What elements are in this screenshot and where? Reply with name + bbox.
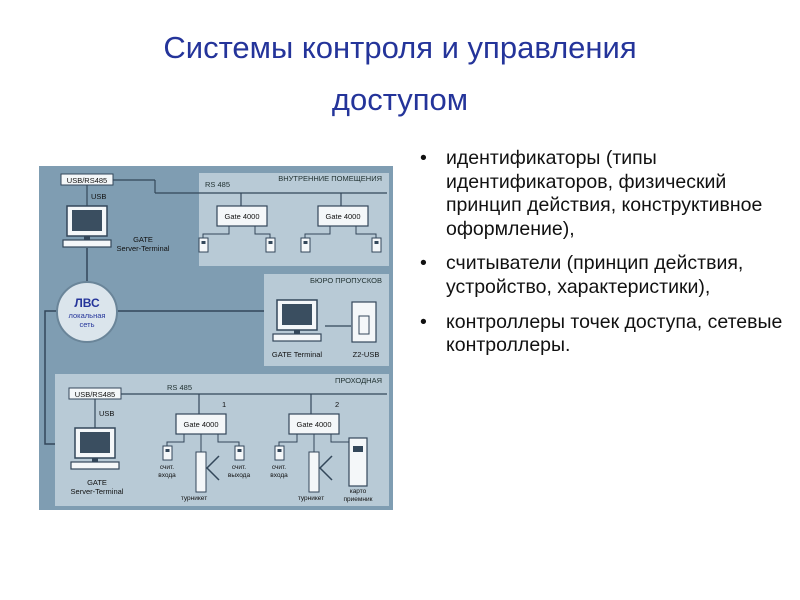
bullet-text: идентификаторы (типы идентификаторов, фи… bbox=[446, 147, 763, 240]
bullet-item: • идентификаторы (типы идентификаторов, ф… bbox=[418, 147, 790, 241]
bullet-dot-icon: • bbox=[420, 147, 427, 169]
entry-reader-icon bbox=[274, 445, 285, 461]
server1-port-label: USB/RS485 bbox=[67, 176, 107, 185]
bullet-text: считыватели (принцип действия, устройств… bbox=[446, 252, 744, 298]
pass-office-title: БЮРО ПРОПУСКОВ bbox=[310, 276, 382, 285]
bullet-list: • идентификаторы (типы идентификаторов, ф… bbox=[418, 147, 790, 369]
slide-title-line-1: Системы контроля и управления bbox=[163, 30, 637, 65]
server1-computer-icon bbox=[62, 205, 112, 248]
entry-reader-label: входа bbox=[270, 472, 288, 479]
server1-label: GATE bbox=[133, 235, 153, 244]
turnstile-1-label: турникет bbox=[181, 495, 207, 502]
pass-office-device-label: Z2-USB bbox=[353, 350, 380, 359]
turnstile-2-icon bbox=[308, 451, 320, 493]
exit-reader-icon bbox=[234, 445, 245, 461]
exit-reader-label: счит. bbox=[232, 464, 246, 471]
inner-reader-icon bbox=[265, 237, 276, 253]
checkpoint-controller-2-label: Gate 4000 bbox=[296, 420, 331, 429]
checkpoint-controller-1-label: Gate 4000 bbox=[183, 420, 218, 429]
lan-node bbox=[56, 281, 118, 343]
pass-office-terminal-label: GATE Terminal bbox=[272, 350, 322, 359]
bullet-item: • контроллеры точек доступа, сетевые конт… bbox=[418, 311, 790, 358]
inner-reader-icon bbox=[198, 237, 209, 253]
checkpoint-usb-label: USB bbox=[99, 409, 114, 418]
inner-controller-2 bbox=[317, 205, 369, 227]
turnstile-1-icon bbox=[195, 451, 207, 493]
checkpoint-title: ПРОХОДНАЯ bbox=[335, 376, 382, 385]
card-collector-label: приемник bbox=[344, 496, 373, 503]
pass-office-computer-icon bbox=[272, 299, 322, 342]
bullet-text: контроллеры точек доступа, сетевые контр… bbox=[446, 310, 783, 357]
bullet-dot-icon: • bbox=[420, 252, 427, 275]
server1-usb-label: USB bbox=[91, 192, 106, 201]
entry-reader-label: счит. bbox=[160, 464, 174, 471]
inner-reader-icon bbox=[371, 237, 382, 253]
server1-label: Server-Terminal bbox=[117, 244, 170, 253]
bullet-dot-icon: • bbox=[420, 310, 427, 333]
entry-reader-icon bbox=[162, 445, 173, 461]
checkpoint-server-label: GATE bbox=[87, 478, 107, 487]
card-collector-icon bbox=[348, 437, 368, 487]
exit-reader-label: выхода bbox=[228, 472, 251, 479]
entry-reader-label: счит. bbox=[272, 464, 286, 471]
inner-rooms-bus-label: RS 485 bbox=[205, 180, 230, 189]
inner-controller-2-label: Gate 4000 bbox=[325, 212, 360, 221]
inner-reader-icon bbox=[300, 237, 311, 253]
checkpoint-computer-icon bbox=[70, 427, 120, 470]
access-control-diagram: ВНУТРЕННИЕ ПОМЕЩЕНИЯ RS 485 Gate 4000 Ga… bbox=[39, 166, 393, 510]
checkpoint-bus-label: RS 485 bbox=[167, 383, 192, 392]
checkpoint-number-2: 2 bbox=[335, 400, 339, 409]
card-collector-label: карто bbox=[350, 488, 367, 495]
slide-title-line-2: доступом bbox=[331, 82, 469, 117]
entry-reader-label: входа bbox=[158, 472, 176, 479]
inner-rooms-title: ВНУТРЕННИЕ ПОМЕЩЕНИЯ bbox=[278, 174, 382, 183]
checkpoint-port-label: USB/RS485 bbox=[75, 390, 115, 399]
inner-controller-1 bbox=[216, 205, 268, 227]
lan-sublabel: локальная bbox=[69, 311, 106, 320]
lan-sublabel: сеть bbox=[79, 320, 94, 329]
bullet-item: • считыватели (принцип действия, устройст… bbox=[418, 252, 790, 299]
checkpoint-server-label: Server-Terminal bbox=[71, 487, 124, 496]
turnstile-2-label: турникет bbox=[298, 495, 324, 502]
inner-controller-1-label: Gate 4000 bbox=[224, 212, 259, 221]
z2-usb-device bbox=[351, 301, 377, 343]
lan-label: ЛВС bbox=[74, 296, 100, 310]
checkpoint-number-1: 1 bbox=[222, 400, 226, 409]
